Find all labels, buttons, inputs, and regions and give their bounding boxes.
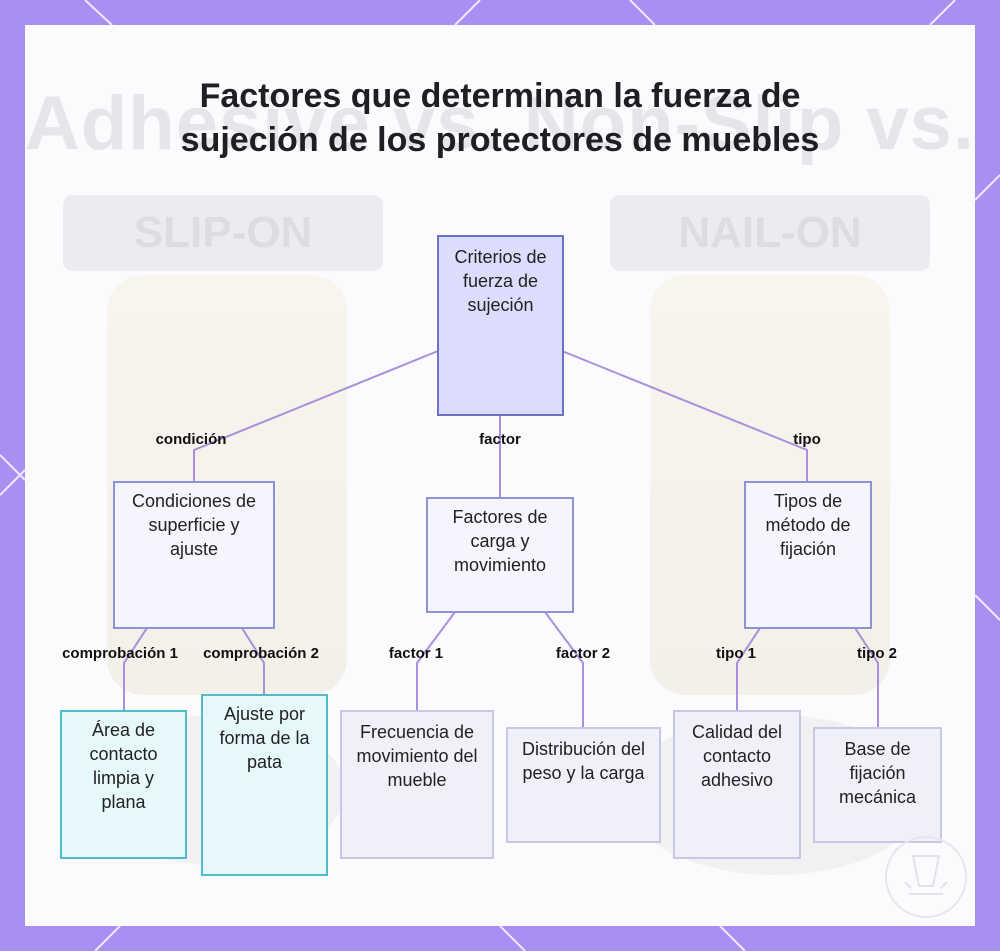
edge-root-condicion: [193, 350, 439, 482]
node-root-label: Criterios de fuerza de sujeción: [454, 247, 547, 315]
edge-label-factor-2: factor 2: [555, 645, 611, 662]
diagram-title: Factores que determinan la fuerza de suj…: [180, 77, 820, 159]
edge-label-condicion: condición: [155, 431, 227, 448]
node-factores-label: Factores de carga y movimiento: [452, 507, 548, 575]
node-condiciones-label: Condiciones de superficie y ajuste: [131, 491, 257, 559]
node-tipos-label: Tipos de método de fijación: [765, 491, 851, 559]
node-calidad-adhesivo-label: Calidad del contacto adhesivo: [691, 722, 783, 790]
edge-root-tipo: [561, 350, 808, 482]
edge-label-comprobacion-1: comprobación 1: [62, 645, 178, 662]
watermark-icon: [885, 836, 967, 918]
node-distribucion-label: Distribución del peso y la carga: [521, 739, 646, 783]
edge-label-factor: factor: [479, 431, 521, 448]
node-base-mecanica-label: Base de fijación mecánica: [838, 739, 917, 807]
node-area-contacto-label: Área de contacto limpia y plana: [89, 720, 158, 812]
edge-label-tipo-1: tipo 1: [716, 645, 756, 662]
node-base-mecanica: Base de fijación mecánica: [813, 727, 942, 843]
edge-condicion-1: [123, 627, 148, 710]
edge-tipo-2: [854, 627, 879, 728]
edge-condicion-2: [241, 627, 265, 694]
node-root: Criterios de fuerza de sujeción: [437, 235, 564, 416]
edge-factor-1: [416, 611, 456, 711]
node-frecuencia: Frecuencia de movimiento del mueble: [340, 710, 494, 859]
edge-tipo-1: [736, 627, 761, 711]
node-tipos: Tipos de método de fijación: [744, 481, 872, 629]
node-frecuencia-label: Frecuencia de movimiento del mueble: [356, 722, 478, 790]
node-factores: Factores de carga y movimiento: [426, 497, 574, 613]
edge-factor-2: [544, 611, 584, 728]
node-area-contacto: Área de contacto limpia y plana: [60, 710, 187, 859]
node-distribucion: Distribución del peso y la carga: [506, 727, 661, 843]
node-calidad-adhesivo: Calidad del contacto adhesivo: [673, 710, 801, 859]
edge-label-comprobacion-2: comprobación 2: [203, 645, 319, 662]
node-condiciones: Condiciones de superficie y ajuste: [113, 481, 275, 629]
edge-label-tipo: tipo: [793, 431, 821, 448]
edge-label-tipo-2: tipo 2: [857, 645, 897, 662]
node-ajuste-forma-label: Ajuste por forma de la pata: [219, 704, 310, 772]
edge-label-factor-1: factor 1: [388, 645, 444, 662]
node-ajuste-forma: Ajuste por forma de la pata: [201, 694, 328, 876]
